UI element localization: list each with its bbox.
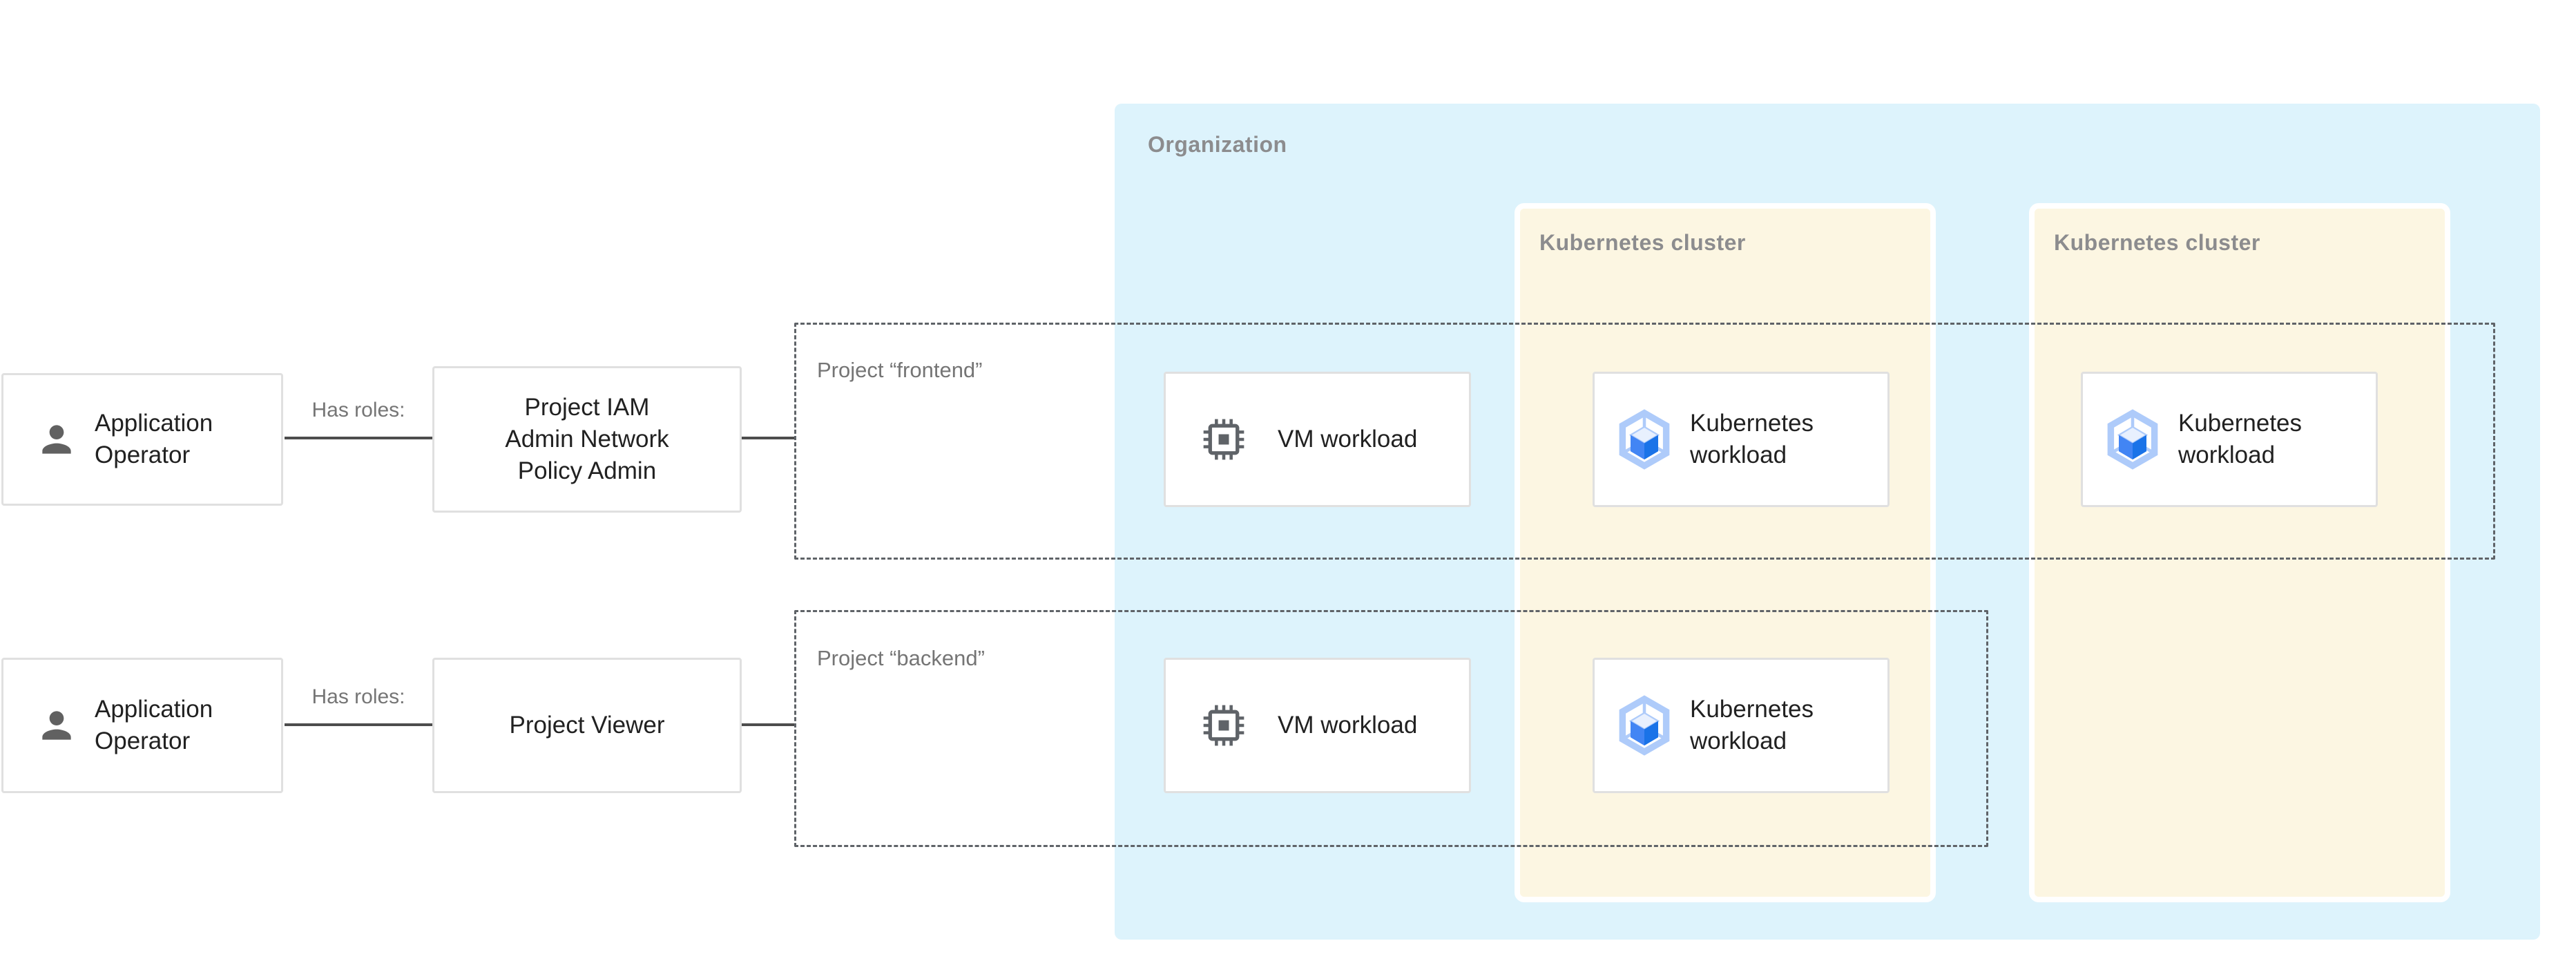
k8s-workload-box-frontend-cluster1: Kubernetes workload bbox=[1593, 372, 1890, 507]
connector-role1-frontend bbox=[742, 437, 794, 439]
kubernetes-cluster-2-label: Kubernetes cluster bbox=[2054, 230, 2260, 255]
kubernetes-cluster-2 bbox=[2029, 203, 2450, 902]
actor-box-backend: Application Operator bbox=[1, 658, 283, 793]
k8s-workload-label-line1: Kubernetes bbox=[2178, 410, 2303, 437]
connector-role2-backend bbox=[742, 723, 794, 726]
role-label-line1: Project IAM bbox=[524, 394, 650, 421]
k8s-workload-label-line1: Kubernetes bbox=[1690, 696, 1814, 723]
has-roles-label-1: Has roles: bbox=[311, 399, 405, 421]
kubernetes-cluster-1-label: Kubernetes cluster bbox=[1539, 230, 1746, 255]
project-backend-label: Project “backend” bbox=[817, 646, 985, 670]
gke-hexagon-cube-icon bbox=[2107, 409, 2158, 470]
project-backend-boundary bbox=[794, 610, 1988, 847]
chip-icon bbox=[1203, 419, 1244, 460]
vm-workload-label: VM workload bbox=[1278, 426, 1418, 453]
role-box-backend: Project Viewer bbox=[432, 658, 742, 793]
actor-label: Application Operator bbox=[95, 408, 213, 471]
k8s-workload-label-line2: workload bbox=[1690, 441, 1787, 468]
role-label-line3: Policy Admin bbox=[517, 457, 657, 484]
actor-box-frontend: Application Operator bbox=[1, 373, 283, 506]
role-label: Project IAM Admin Network Policy Admin bbox=[505, 392, 669, 487]
role-label-line1: Project Viewer bbox=[509, 712, 665, 739]
role-box-frontend: Project IAM Admin Network Policy Admin bbox=[432, 366, 742, 513]
has-roles-label-2: Has roles: bbox=[311, 685, 405, 708]
project-frontend-label: Project “frontend” bbox=[817, 358, 983, 382]
k8s-workload-label-line1: Kubernetes bbox=[1690, 410, 1814, 437]
connector-actor1-role1 bbox=[285, 437, 432, 439]
gke-hexagon-cube-icon bbox=[1619, 695, 1670, 756]
person-icon bbox=[42, 425, 71, 454]
actor-label-line2: Operator bbox=[95, 728, 191, 754]
project-frontend-boundary bbox=[794, 323, 2495, 560]
actor-label-line2: Operator bbox=[95, 441, 191, 468]
actor-label-line1: Application bbox=[95, 696, 213, 723]
actor-label: Application Operator bbox=[95, 694, 213, 757]
vm-workload-box-frontend: VM workload bbox=[1164, 372, 1471, 507]
chip-icon bbox=[1203, 705, 1244, 746]
actor-label-line1: Application bbox=[95, 410, 213, 437]
vm-workload-box-backend: VM workload bbox=[1164, 658, 1471, 793]
role-label: Project Viewer bbox=[509, 710, 664, 741]
connector-actor2-role2 bbox=[285, 723, 432, 726]
k8s-workload-box-frontend-cluster2: Kubernetes workload bbox=[2081, 372, 2378, 507]
k8s-workload-label: Kubernetes workload bbox=[2178, 408, 2302, 471]
person-icon bbox=[42, 711, 71, 740]
k8s-workload-label: Kubernetes workload bbox=[1690, 408, 1814, 471]
k8s-workload-label-line2: workload bbox=[1690, 728, 1787, 754]
k8s-workload-label-line2: workload bbox=[2178, 441, 2276, 468]
vm-workload-label: VM workload bbox=[1278, 712, 1418, 739]
role-label-line2: Admin Network bbox=[505, 426, 669, 453]
organization-label: Organization bbox=[1148, 132, 1287, 157]
k8s-workload-label: Kubernetes workload bbox=[1690, 694, 1814, 757]
k8s-workload-box-backend-cluster1: Kubernetes workload bbox=[1593, 658, 1890, 793]
gke-hexagon-cube-icon bbox=[1619, 409, 1670, 470]
